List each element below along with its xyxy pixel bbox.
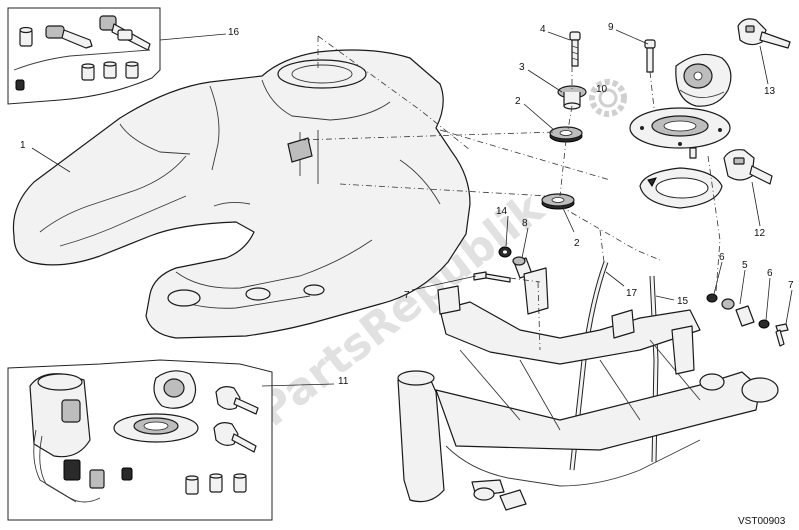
watermark-gear-icon: [589, 79, 627, 117]
callout-11: 11: [338, 376, 349, 387]
callout-1: 1: [20, 140, 26, 151]
key-12: [723, 149, 773, 185]
filler-cap-assembly: [541, 31, 732, 210]
callout-12: 12: [754, 228, 766, 239]
inset-key-set-top: [7, 7, 161, 105]
callout-16: 16: [228, 27, 240, 38]
callout-9: 9: [608, 22, 614, 33]
callout-4: 4: [540, 24, 546, 35]
callout-17: 17: [626, 288, 638, 299]
key-13: [737, 18, 791, 49]
callout-2b: 2: [574, 238, 580, 249]
callout-5: 5: [742, 260, 748, 271]
diagram-code: VST00903: [738, 516, 786, 527]
assembly-lines: [299, 35, 721, 351]
callout-2: 2: [515, 96, 521, 107]
inset-lock-kit-bottom: [7, 359, 273, 521]
callout-8: 8: [522, 218, 528, 229]
callout-14: 14: [496, 206, 508, 217]
motorcycle-frame: [397, 267, 779, 511]
callout-15: 15: [677, 296, 689, 307]
callout-13: 13: [764, 86, 776, 97]
leader-lines: [31, 29, 793, 387]
callout-10: 10: [596, 84, 608, 95]
callout-labels: 1 2 2 3 4 5 6 6 7 7 8 9 10 11 12 13 14 1…: [20, 22, 794, 387]
fuel-tank: [12, 49, 471, 339]
callout-7: 7: [404, 290, 410, 301]
callout-3: 3: [519, 62, 525, 73]
callout-6: 6: [719, 252, 725, 263]
callout-7b: 7: [788, 280, 794, 291]
callout-6b: 6: [767, 268, 773, 279]
